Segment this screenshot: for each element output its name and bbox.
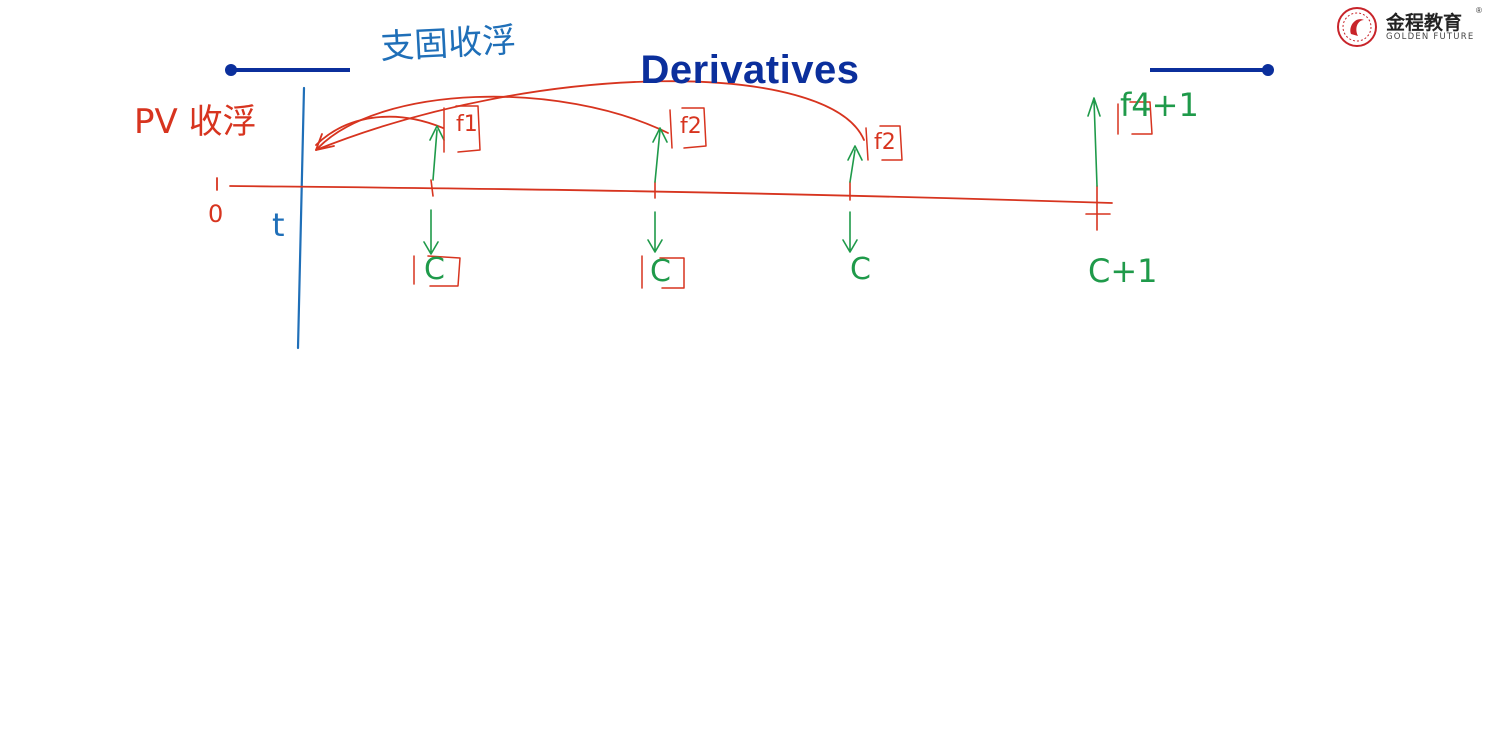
- green-up-1: [429, 125, 445, 181]
- bracket-f3: [865, 125, 903, 161]
- green-up-2: [652, 127, 668, 183]
- arrow-head: [315, 133, 335, 151]
- bracket-f4: [1117, 101, 1153, 135]
- floating-label-3: f2: [874, 130, 896, 155]
- coupon-label-4: C+1: [1088, 252, 1158, 290]
- pv-note: PV 收浮: [134, 102, 257, 142]
- right-title-bar: [1150, 64, 1274, 76]
- slide-title: Derivatives: [640, 48, 860, 92]
- logo-registered-mark: ®: [1476, 6, 1482, 15]
- tick-1: [430, 179, 434, 197]
- green-down-1: [423, 209, 439, 255]
- bracket-f2: [669, 107, 707, 149]
- time-zero-label: 0: [208, 200, 224, 228]
- green-up-3: [847, 145, 863, 183]
- arc-3: [315, 80, 865, 151]
- blue-divider-line: [296, 86, 306, 350]
- handwriting-sketch: [216, 80, 1153, 350]
- floating-label-2: f2: [680, 114, 702, 139]
- logo-emblem-icon: [1337, 7, 1377, 47]
- coupon-label-1: C: [424, 252, 445, 287]
- green-down-3: [842, 211, 858, 253]
- floating-label-1: f1: [456, 112, 478, 137]
- bracket-c2: [641, 255, 685, 289]
- green-up-4: [1087, 97, 1101, 187]
- left-title-bar: [225, 64, 350, 76]
- arc-2: [317, 95, 669, 149]
- coupon-label-2: C: [650, 254, 671, 289]
- logo-brand-cn: 金程教育: [1386, 12, 1463, 34]
- arc-1: [315, 115, 444, 146]
- green-down-2: [647, 211, 663, 253]
- red-timeline: [229, 185, 1113, 204]
- golden-future-logo: 金程教育 GOLDEN FUTURE ®: [1336, 6, 1486, 47]
- bracket-c1: [413, 255, 461, 287]
- logo-brand-en: GOLDEN FUTURE: [1386, 32, 1475, 42]
- floating-label-4: f4+1: [1120, 86, 1199, 124]
- time-t-label: t: [272, 206, 285, 244]
- coupon-label-3: C: [850, 252, 871, 287]
- top-note: 支固收浮: [379, 20, 518, 68]
- bracket-f1: [443, 105, 481, 153]
- tick-4: [1085, 185, 1111, 231]
